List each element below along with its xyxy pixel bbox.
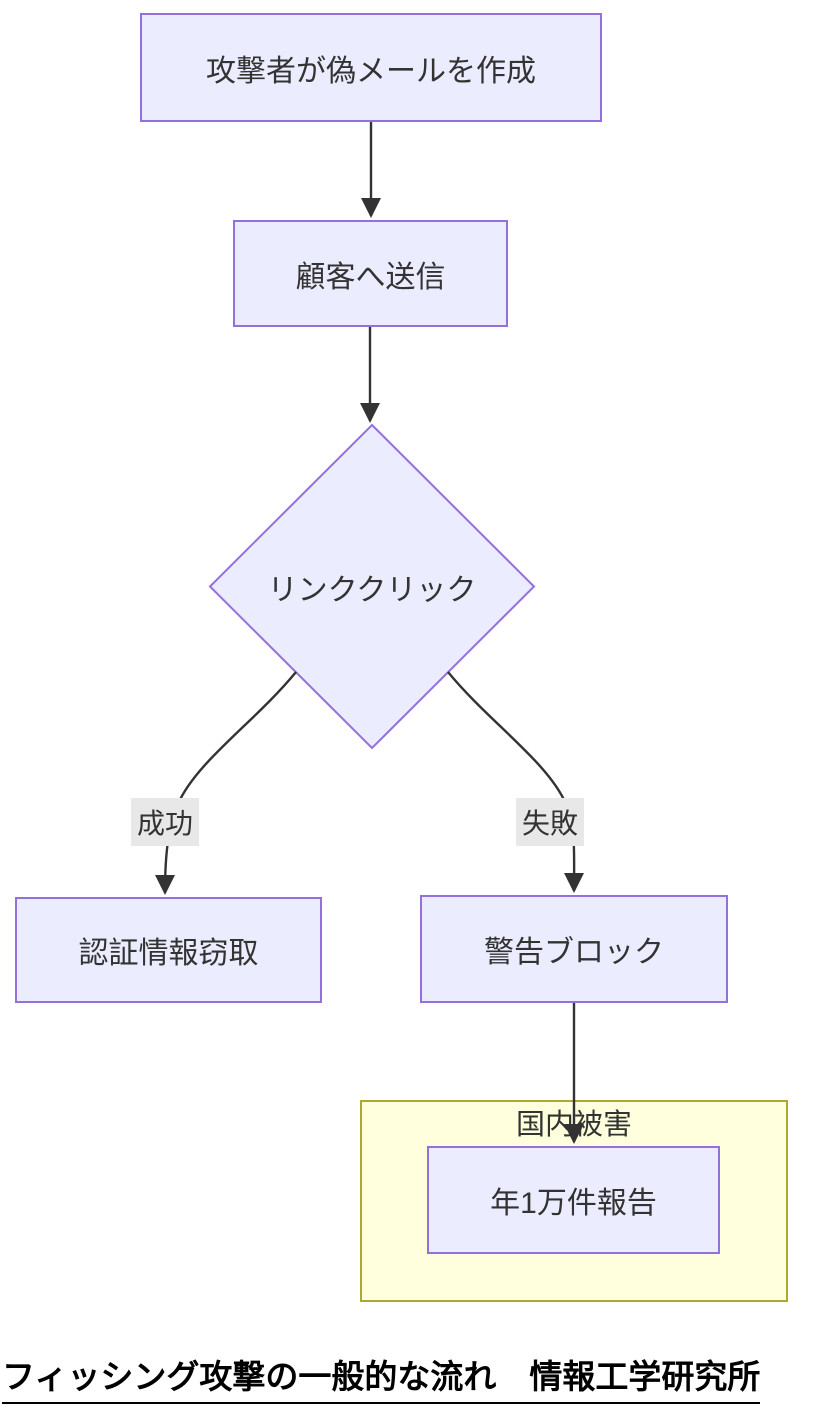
node-create-mail: 攻撃者が偽メールを作成 — [140, 13, 602, 122]
diagram-caption: フィッシング攻撃の一般的な流れ 情報工学研究所 — [2, 1350, 761, 1404]
node-send-mail: 顧客へ送信 — [233, 220, 508, 327]
node-annual-reports-label: 年1万件報告 — [490, 1187, 657, 1220]
node-annual-reports: 年1万件報告 — [427, 1146, 720, 1254]
node-link-click-label: リンククリック — [267, 574, 477, 607]
edge-decision-to-steal — [155, 671, 297, 895]
node-warning-block: 警告ブロック — [420, 895, 728, 1003]
node-send-mail-label: 顧客へ送信 — [295, 260, 446, 294]
edge-decision-to-block — [447, 671, 585, 893]
node-create-mail-label: 攻撃者が偽メールを作成 — [206, 54, 536, 88]
node-warning-block-label: 警告ブロック — [484, 936, 664, 969]
edge-label-failure: 失敗 — [515, 798, 585, 846]
node-credential-theft: 認証情報窃取 — [15, 897, 322, 1003]
node-credential-theft-label: 認証情報窃取 — [78, 937, 259, 970]
decision-diamond-shape — [208, 423, 536, 750]
cluster-domestic-damage-label: 国内被害 — [515, 1109, 633, 1141]
edge-label-success: 成功 — [130, 798, 200, 846]
